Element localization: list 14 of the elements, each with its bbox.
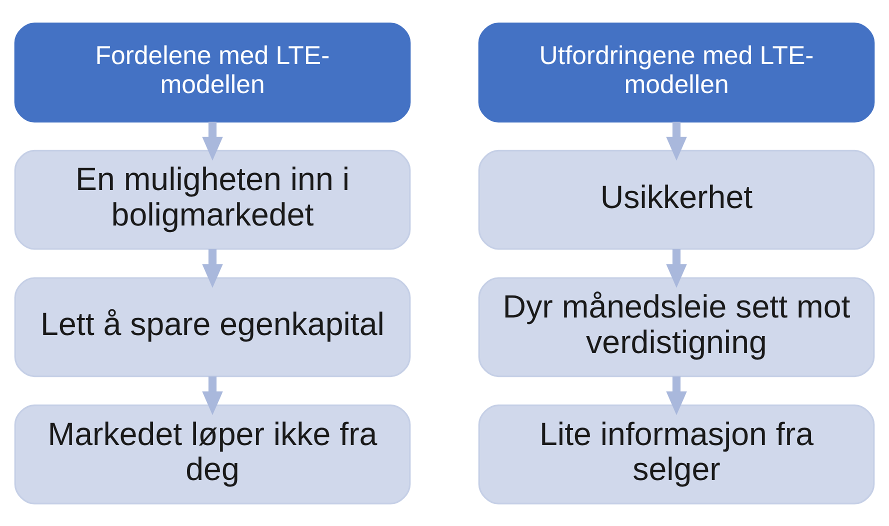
node-box: Lett å spare egenkapital bbox=[14, 276, 411, 377]
node-box: Lite informasjon fra selger bbox=[478, 404, 875, 504]
arrow bbox=[666, 248, 687, 288]
node-box: Markedet løper ikke fra deg bbox=[14, 404, 411, 504]
node-box: Dyr månedsleie sett mot verdistigning bbox=[478, 276, 875, 377]
node-box: Fordelene med LTE-modellen bbox=[14, 22, 411, 122]
node-box: En muligheten inn i boligmarkedet bbox=[14, 149, 411, 250]
node-box: Usikkerhet bbox=[478, 149, 875, 250]
arrow bbox=[202, 376, 223, 415]
node-box: Utfordringene med LTE-modellen bbox=[478, 22, 875, 122]
arrow bbox=[202, 248, 223, 288]
arrow bbox=[202, 121, 223, 160]
arrow bbox=[666, 121, 687, 160]
arrow bbox=[666, 376, 687, 415]
